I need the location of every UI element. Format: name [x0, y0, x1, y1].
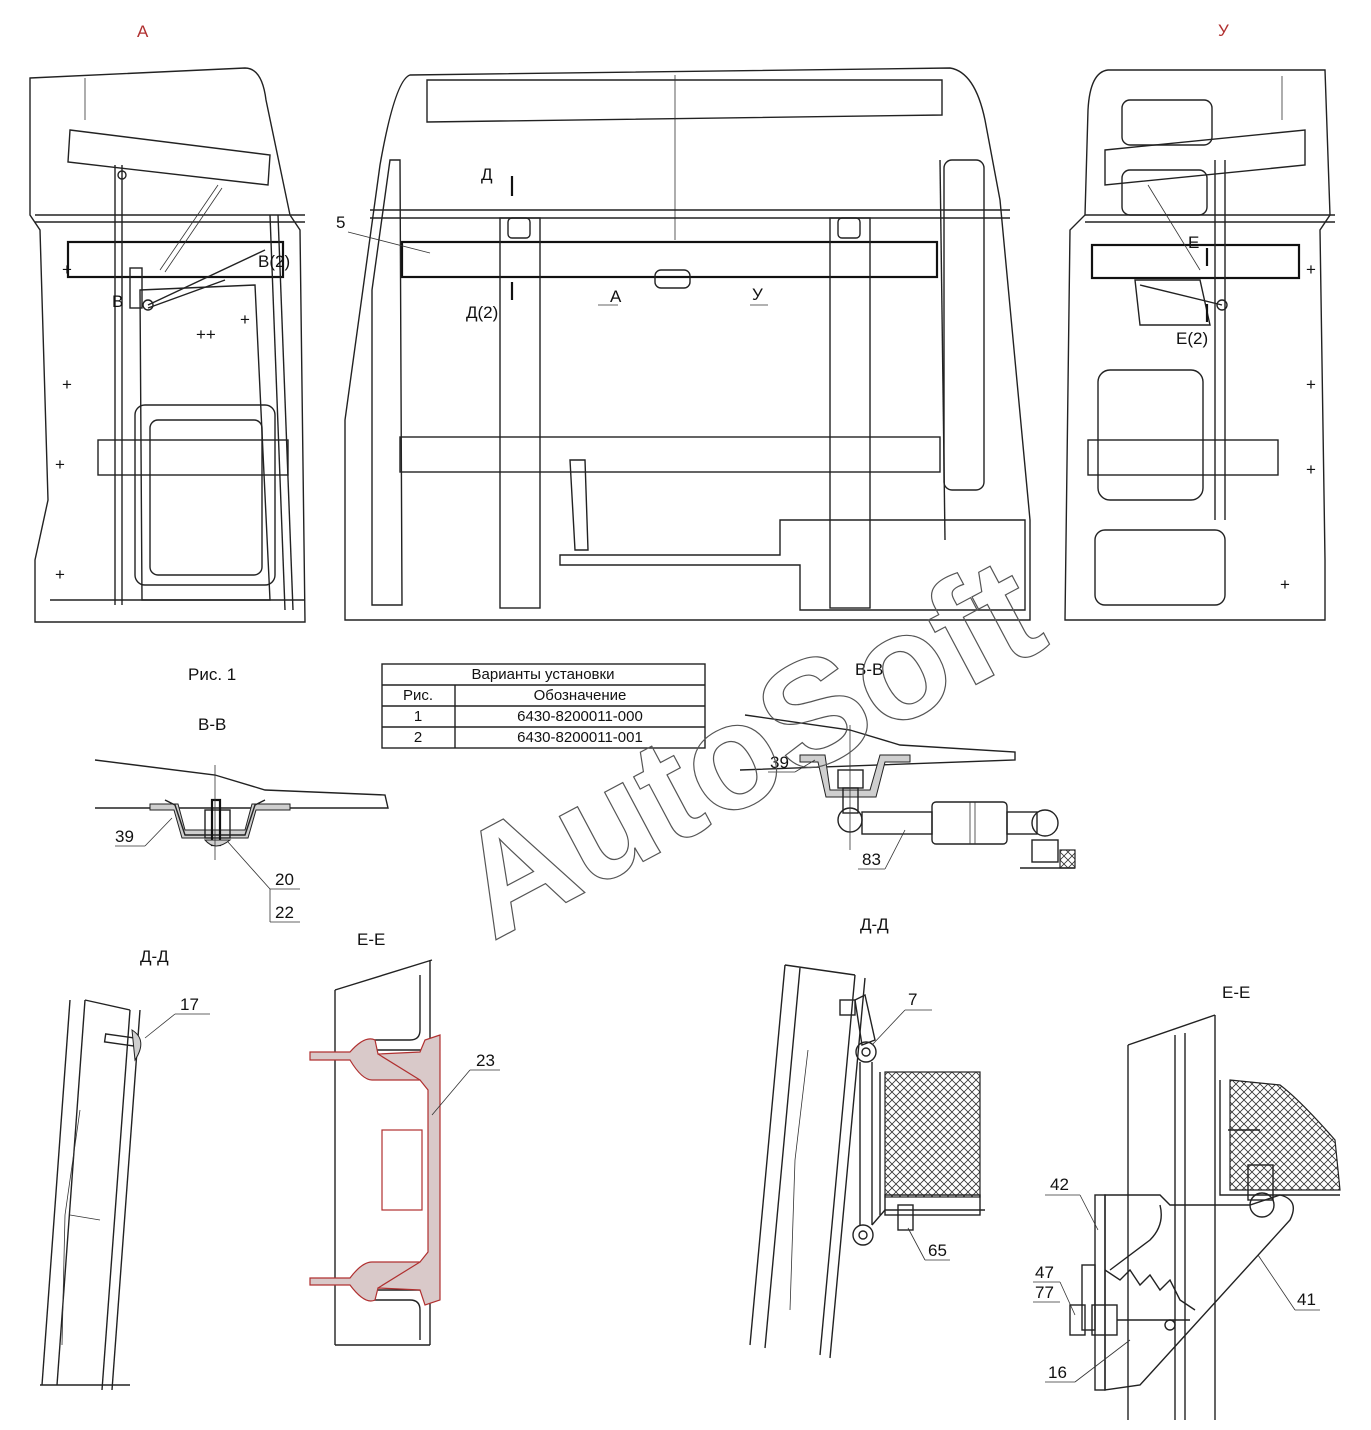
section-title: Е-Е	[357, 930, 385, 949]
callout-22: 22	[275, 903, 294, 922]
view-u-label: У	[1218, 21, 1229, 40]
section-vv-right: В-В 39 83	[739, 660, 1076, 870]
marker-u-arrow: У	[752, 285, 763, 304]
variants-table: Варианты установки Рис. Обозначение 1 64…	[381, 663, 706, 749]
section-ee-left: Е-Е 23	[309, 930, 500, 1346]
section-title: Е-Е	[1222, 983, 1250, 1002]
callout-42: 42	[1050, 1175, 1069, 1194]
figure-label: Рис. 1	[188, 665, 236, 684]
callout-83: 83	[862, 850, 881, 869]
marker-e-right: Е	[1188, 233, 1199, 252]
rear-view: 5 Д Д(2) А У	[336, 67, 1031, 621]
table-row-fig: 2	[414, 729, 422, 746]
svg-text:+: +	[1306, 260, 1316, 279]
marker-d-top: Д	[481, 165, 493, 184]
table-row-fig: 1	[414, 708, 422, 725]
section-dd-right: Д-Д 7 65	[749, 915, 985, 1359]
section-ee-right: Е-Е 42 47 77 16 41	[1033, 983, 1341, 1420]
callout-39: 39	[770, 753, 789, 772]
callout-39: 39	[115, 827, 134, 846]
view-a-side: + + + + ++ + А В(2) В	[29, 22, 306, 623]
svg-text:+: +	[62, 260, 72, 279]
marker-d2: Д(2)	[466, 303, 498, 322]
section-title: В-В	[198, 715, 226, 734]
section-title: Д-Д	[860, 915, 889, 934]
svg-text:+: +	[240, 310, 250, 329]
marker-e2-right: Е(2)	[1176, 329, 1208, 348]
section-dd-left: Д-Д 17	[40, 947, 210, 1391]
callout-17: 17	[180, 995, 199, 1014]
callout-77: 77	[1035, 1283, 1054, 1302]
svg-text:+: +	[1280, 575, 1290, 594]
section-title: Д-Д	[140, 947, 169, 966]
marker-a-arrow: А	[610, 287, 622, 306]
callout-65: 65	[928, 1241, 947, 1260]
section-title: В-В	[855, 660, 883, 679]
callout-41: 41	[1297, 1290, 1316, 1309]
callout-47: 47	[1035, 1263, 1054, 1282]
svg-text:++: ++	[196, 325, 216, 344]
table-row-code: 6430-8200011-000	[517, 708, 643, 725]
marker-v2-left: В(2)	[258, 252, 290, 271]
table-header-code: Обозначение	[534, 687, 627, 704]
svg-text:+: +	[55, 455, 65, 474]
table-header-fig: Рис.	[403, 687, 433, 704]
section-vv-left: В-В 39 20 22	[94, 715, 389, 923]
svg-text:+: +	[55, 565, 65, 584]
marker-v-left: В	[112, 292, 123, 311]
callout-23: 23	[476, 1051, 495, 1070]
svg-text:+: +	[62, 375, 72, 394]
table-title: Варианты установки	[472, 666, 615, 683]
callout-7: 7	[908, 990, 917, 1009]
view-a-label: А	[137, 22, 149, 41]
table-row-code: 6430-8200011-001	[517, 729, 643, 746]
callout-5: 5	[336, 213, 345, 232]
callout-16: 16	[1048, 1363, 1067, 1382]
watermark: AutoSoft	[429, 524, 1067, 970]
svg-text:+: +	[1306, 375, 1316, 394]
view-u-side: + + + + У Е Е(2)	[1064, 21, 1335, 621]
svg-text:+: +	[1306, 460, 1316, 479]
callout-20: 20	[275, 870, 294, 889]
